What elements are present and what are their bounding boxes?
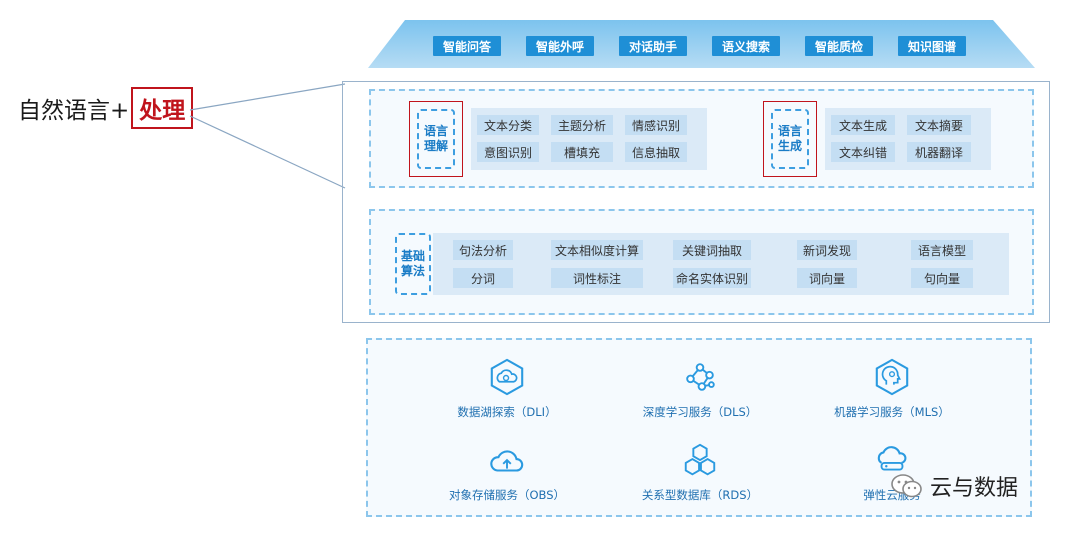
brain-head-icon xyxy=(875,358,909,396)
basic-algorithm-item[interactable]: 词向量 xyxy=(797,268,857,288)
basic-algorithm-item[interactable]: 分词 xyxy=(453,268,513,288)
wechat-icon xyxy=(891,474,922,498)
understanding-label-line1: 语言 xyxy=(423,124,448,138)
title-prefix: 自然语言+ xyxy=(18,98,130,124)
generation-label-line2: 生成 xyxy=(777,139,802,153)
product-qa[interactable]: 智能问答 xyxy=(433,36,501,56)
network-nodes-icon xyxy=(686,363,715,391)
generation-item[interactable]: 文本纠错 xyxy=(831,142,895,162)
hexagon-cluster-icon xyxy=(684,443,716,476)
cloud-search-icon xyxy=(490,358,524,396)
main-title: 自然语言+ 处理 xyxy=(18,87,194,129)
title-highlight: 处理 xyxy=(131,87,194,129)
product-outbound-call[interactable]: 智能外呼 xyxy=(526,36,594,56)
generation-item[interactable]: 文本生成 xyxy=(831,115,895,135)
understanding-item[interactable]: 槽填充 xyxy=(551,142,613,162)
product-knowledge-graph[interactable]: 知识图谱 xyxy=(898,36,966,56)
basic-algorithm-item[interactable]: 关键词抽取 xyxy=(673,240,751,260)
watermark: 云与数据 xyxy=(890,470,1018,502)
application-roof xyxy=(368,20,1035,68)
basic-algorithm-item[interactable]: 语言模型 xyxy=(911,240,973,260)
cloud-server-icon xyxy=(877,446,907,471)
generation-label: 语言生成 xyxy=(771,109,809,169)
cloud-upload-icon xyxy=(490,450,524,472)
understanding-item[interactable]: 主题分析 xyxy=(551,115,613,135)
generation-highlight-box xyxy=(763,101,817,177)
basic-algorithm-item[interactable]: 文本相似度计算 xyxy=(551,240,643,260)
basic-algorithm-item[interactable]: 命名实体识别 xyxy=(673,268,751,288)
product-quality-inspection[interactable]: 智能质检 xyxy=(805,36,873,56)
basic-algorithm-item[interactable]: 句向量 xyxy=(911,268,973,288)
generation-item[interactable]: 机器翻译 xyxy=(907,142,971,162)
service-label-mls: 机器学习服务（MLS） xyxy=(834,405,950,419)
basic-algorithm-item[interactable]: 新词发现 xyxy=(797,240,857,260)
basic-algorithms-panel: 基础算法 句法分析 文本相似度计算 关键词抽取 新词发现 语言模型 分词 词性标… xyxy=(369,209,1034,315)
watermark-text: 云与数据 xyxy=(930,476,1019,501)
basic-algorithm-item[interactable]: 词性标注 xyxy=(551,268,643,288)
product-semantic-search[interactable]: 语义搜索 xyxy=(712,36,780,56)
service-label-dls: 深度学习服务（DLS） xyxy=(642,405,758,419)
connector-upper xyxy=(189,83,346,111)
service-label-dli: 数据湖探索（DLI） xyxy=(457,405,557,419)
basic-algorithm-item[interactable]: 句法分析 xyxy=(453,240,513,260)
understanding-item[interactable]: 信息抽取 xyxy=(625,142,687,162)
service-label-rds: 关系型数据库（RDS） xyxy=(641,488,759,502)
understanding-generation-panel: 语言理解 文本分类 主题分析 情感识别 意图识别 槽填充 信息抽取 语言生成 文… xyxy=(369,89,1034,188)
service-label-obs: 对象存储服务（OBS） xyxy=(448,488,566,502)
understanding-item[interactable]: 情感识别 xyxy=(625,115,687,135)
product-dialog-assistant[interactable]: 对话助手 xyxy=(619,36,687,56)
generation-label-line1: 语言 xyxy=(777,124,802,138)
basic-label-line1: 基础 xyxy=(400,249,425,263)
nlp-frame: 语言理解 文本分类 主题分析 情感识别 意图识别 槽填充 信息抽取 语言生成 文… xyxy=(342,81,1050,323)
understanding-label: 语言理解 xyxy=(417,109,455,169)
basic-algorithms-label: 基础算法 xyxy=(395,233,431,295)
understanding-item[interactable]: 意图识别 xyxy=(477,142,539,162)
basic-label-line2: 算法 xyxy=(400,264,425,278)
generation-item[interactable]: 文本摘要 xyxy=(907,115,971,135)
roof-shape xyxy=(368,20,1035,68)
understanding-item[interactable]: 文本分类 xyxy=(477,115,539,135)
connector-lower xyxy=(189,115,346,189)
understanding-highlight-box xyxy=(409,101,463,177)
understanding-label-line2: 理解 xyxy=(423,139,448,153)
